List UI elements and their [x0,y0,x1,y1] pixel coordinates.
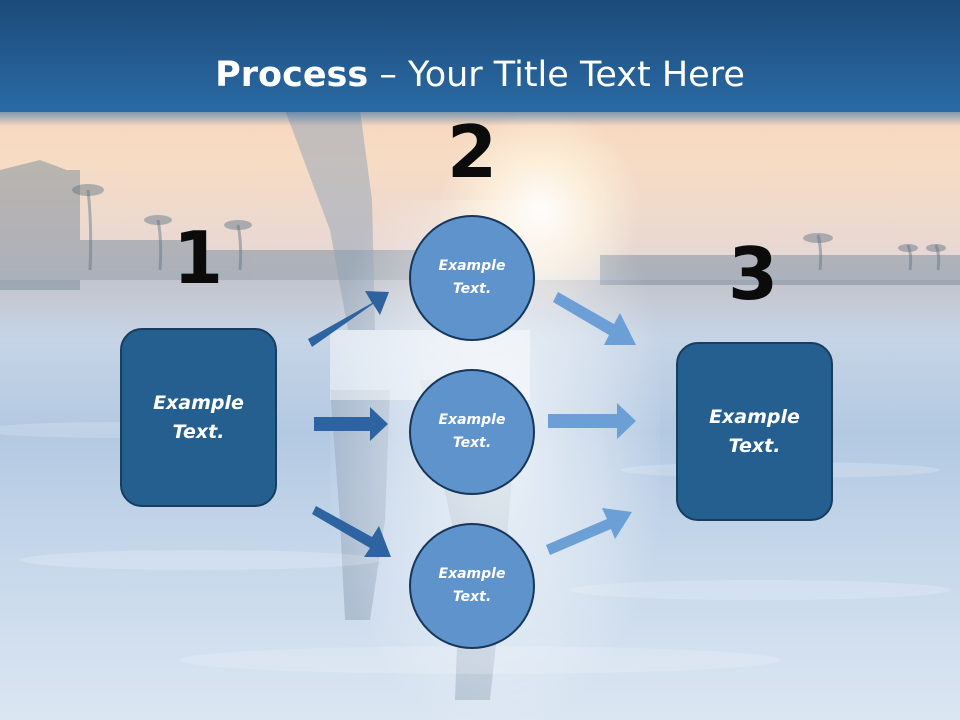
arrow-1-to-top [308,291,389,347]
step-3-text: Example Text. [709,405,800,457]
title-bold: Process [215,55,369,95]
step-2-circle-top: Example Text. [409,215,535,341]
step-2-text-bottom: Example Text. [438,566,506,605]
step-3-box: Example Text. [676,342,833,521]
arrow-1-to-bottom [312,506,391,557]
step-1-text: Example Text. [153,391,244,443]
step-number-2: 2 [446,110,498,194]
step-number-1: 1 [172,216,224,300]
step-1-box: Example Text. [120,328,277,507]
arrow-top-to-3 [553,292,636,345]
title-rest: – Your Title Text Here [368,55,745,95]
step-2-text-middle: Example Text. [438,412,506,451]
step-2-circle-bottom: Example Text. [409,523,535,649]
palm-trees [86,189,941,271]
slide-title: Process – Your Title Text Here [0,52,960,98]
title-bar [0,0,960,112]
arrow-middle-to-3 [548,403,636,439]
arrow-1-to-middle [314,407,388,441]
step-2-text-top: Example Text. [438,258,506,297]
step-2-circle-middle: Example Text. [409,369,535,495]
arrow-bottom-to-3 [546,508,632,555]
building-silhouette [0,170,80,290]
step-number-3: 3 [727,232,779,316]
